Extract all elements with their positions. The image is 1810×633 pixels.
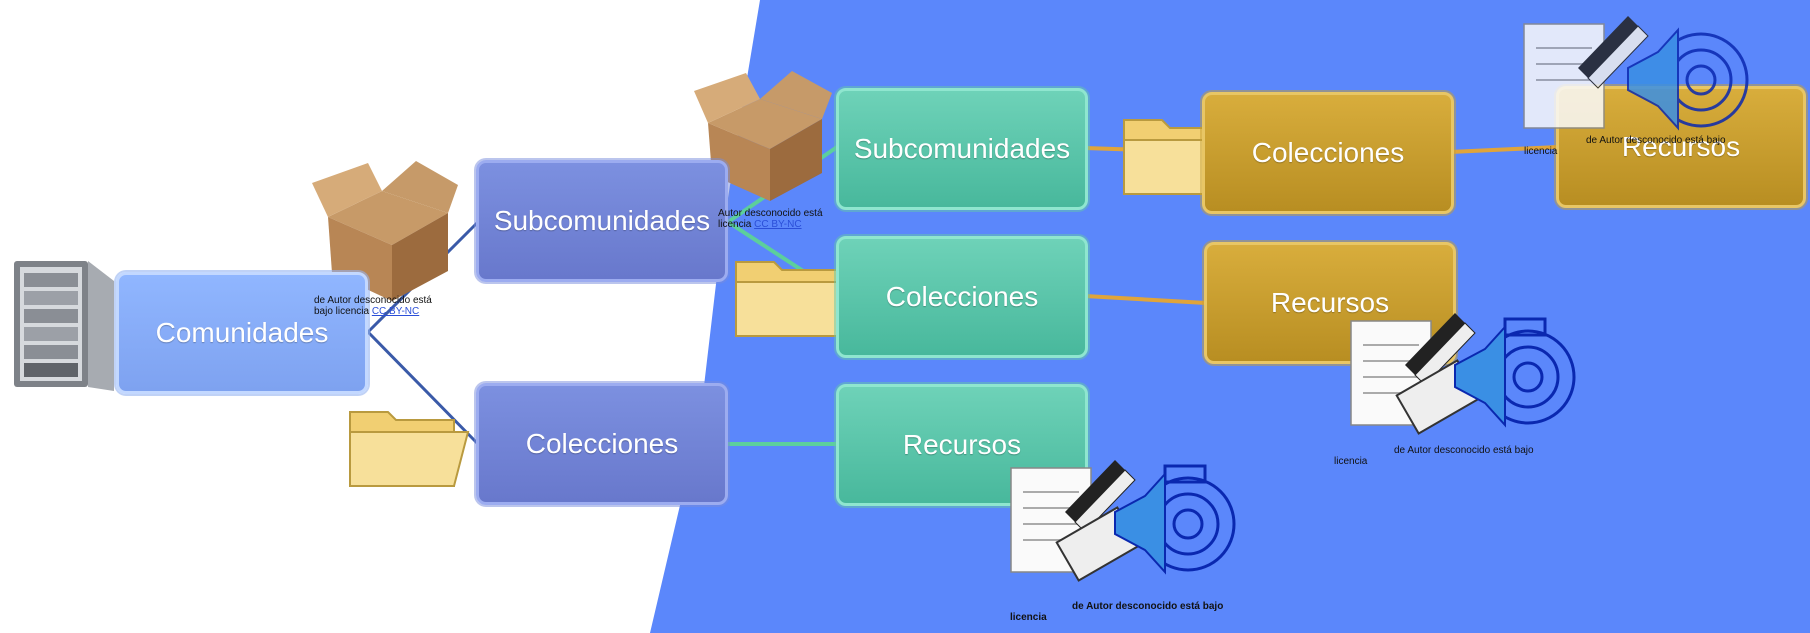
node-label: Colecciones — [525, 428, 679, 459]
caption-multimedia-3: de Autor desconocido está bajo licencia — [1524, 135, 1726, 157]
node-label: Subcomunidades — [853, 133, 1071, 164]
node-colecciones: Colecciones — [476, 383, 728, 505]
folder-icon — [349, 411, 470, 487]
caption-text: bajo licencia — [314, 306, 370, 317]
link-comunidades-colecciones — [366, 330, 480, 446]
box-icon — [312, 161, 458, 301]
node-label: Subcomunidades — [493, 205, 711, 236]
caption-box-2: Autor desconocido está licencia CC BY-NC — [718, 208, 823, 230]
multimedia-icon — [1350, 313, 1576, 435]
node-colecciones-2: Colecciones — [836, 236, 1088, 358]
link-colecciones2-recursos2 — [1084, 294, 1207, 305]
license-link[interactable]: CC BY-NC — [754, 219, 802, 230]
node-subcomunidades-2: Subcomunidades — [836, 88, 1088, 210]
caption-text: de Autor desconocido está bajo — [1394, 445, 1534, 456]
node-subcomunidades: Subcomunidades — [476, 160, 728, 282]
server-icon — [14, 261, 114, 391]
caption-text: licencia — [718, 219, 752, 230]
multimedia-icon — [1010, 460, 1236, 582]
license-link[interactable]: CC BY-NC — [371, 306, 420, 317]
caption-box-1: de Autor desconocido está bajo licencia … — [314, 295, 432, 317]
folder-icon — [735, 261, 856, 337]
node-recursos-3: Recursos — [1556, 86, 1806, 208]
link-colecciones3-recursos3 — [1449, 145, 1559, 154]
node-colecciones-3: Colecciones — [1202, 92, 1454, 214]
caption-text: de Autor desconocido está — [314, 295, 432, 306]
node-label: Recursos — [1270, 287, 1390, 318]
caption-multimedia-1: de Autor desconocido está bajo licencia — [1010, 601, 1223, 623]
caption-text: de Autor desconocido está bajo — [1072, 601, 1224, 612]
caption-text: de Autor desconocido está bajo — [1586, 135, 1726, 146]
multimedia-icon — [1523, 16, 1749, 131]
node-label: Colecciones — [1251, 137, 1405, 168]
box-icon — [694, 71, 832, 201]
node-label: Recursos — [902, 429, 1022, 460]
node-label: Comunidades — [155, 317, 329, 348]
caption-text: Autor desconocido está — [718, 208, 823, 219]
caption-text: licencia — [1334, 456, 1368, 467]
caption-multimedia-2: de Autor desconocido está bajo licencia — [1334, 445, 1534, 467]
caption-text: licencia — [1010, 612, 1047, 623]
node-label: Recursos — [1621, 131, 1741, 162]
node-comunidades: Comunidades — [116, 272, 368, 394]
caption-text: licencia — [1524, 146, 1558, 157]
node-label: Colecciones — [885, 281, 1039, 312]
